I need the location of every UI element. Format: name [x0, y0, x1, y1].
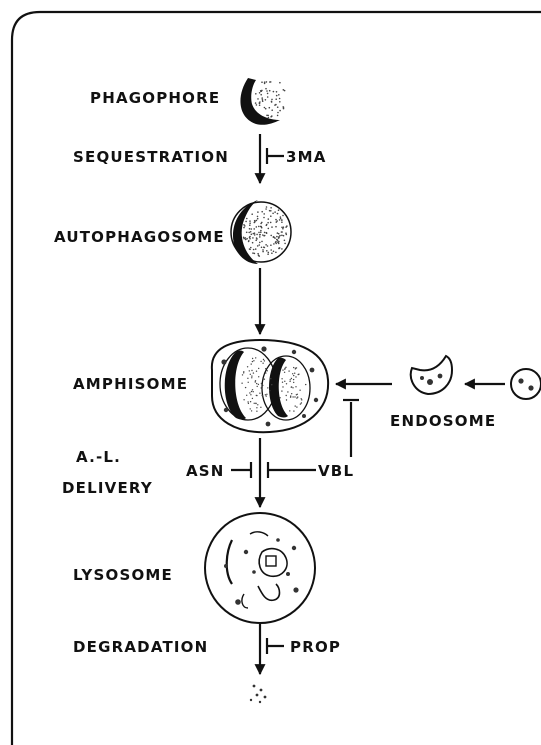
label-sequestration: SEQUESTRATION: [73, 148, 229, 166]
label-al-delivery-line1: A.-L.: [76, 448, 121, 466]
label-3ma: 3MA: [286, 148, 327, 166]
label-al-delivery-line2: DELIVERY: [62, 479, 153, 497]
phagophore-shape: [240, 78, 285, 125]
degradation-products: [250, 685, 267, 704]
label-phagophore: PHAGOPHORE: [90, 89, 220, 107]
early-endosome-shape: [511, 369, 541, 399]
label-prop: PROP: [290, 638, 341, 656]
label-lysosome: LYSOSOME: [73, 566, 173, 584]
label-amphisome: AMPHISOME: [73, 375, 188, 393]
label-asn: ASN: [186, 462, 225, 480]
label-autophagosome: AUTOPHAGOSOME: [54, 228, 225, 246]
label-endosome: ENDOSOME: [390, 412, 496, 430]
label-degradation: DEGRADATION: [73, 638, 208, 656]
lysosome-shape: [205, 513, 315, 623]
endosome-shape: [411, 356, 452, 394]
autophagosome-shape: [231, 200, 291, 264]
amphisome-shape: [212, 340, 328, 432]
label-vbl: VBL: [318, 462, 354, 480]
